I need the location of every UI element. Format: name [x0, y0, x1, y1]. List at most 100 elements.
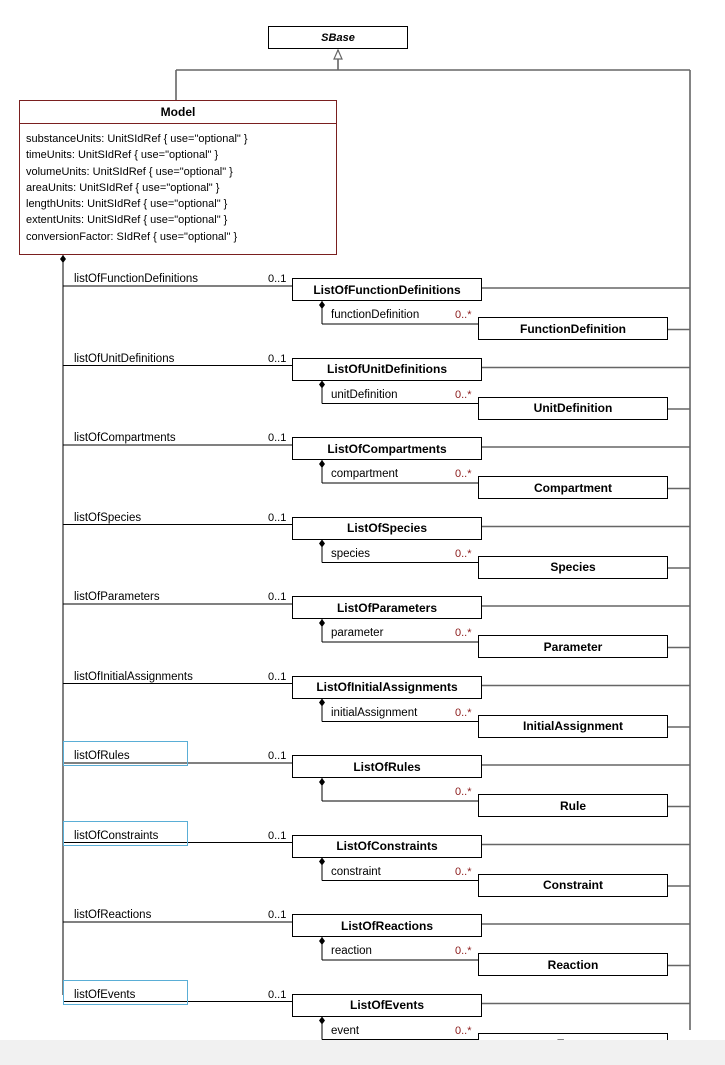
role-label: listOfFunctionDefinitions [74, 273, 198, 285]
child-multiplicity: 0..* [455, 309, 472, 321]
role-multiplicity: 0..1 [268, 909, 287, 921]
role-multiplicity: 0..1 [268, 273, 287, 285]
child-role-label: constraint [331, 865, 381, 878]
composition-diamond [319, 301, 325, 309]
role-multiplicity: 0..1 [268, 750, 287, 762]
list-class-name: ListOfUnitDefinitions [327, 362, 447, 376]
child-class-box[interactable]: Compartment [478, 476, 668, 499]
model-attribute: extentUnits: UnitSIdRef { use="optional"… [26, 214, 228, 227]
page-footer-band [0, 1040, 725, 1065]
list-class-name: ListOfReactions [340, 918, 433, 933]
child-role-label: unitDefinition [331, 388, 398, 401]
child-class-box[interactable]: Reaction [478, 953, 668, 976]
role-label: listOfCompartments [74, 432, 176, 444]
role-multiplicity: 0..1 [268, 352, 287, 365]
composition-diamond [60, 255, 66, 263]
child-class-box[interactable]: Rule [478, 794, 668, 817]
role-multiplicity: 0..1 [268, 829, 287, 842]
child-multiplicity: 0..* [455, 468, 472, 480]
child-class-name: Reaction [547, 957, 599, 972]
role-label: listOfReactions [74, 909, 152, 921]
model-attribute: lengthUnits: UnitSIdRef { use="optional"… [26, 198, 228, 211]
composition-diamond [319, 698, 325, 707]
child-class-box[interactable]: UnitDefinition [478, 396, 668, 420]
list-class-box[interactable]: ListOfEvents [292, 993, 482, 1017]
composition-diamond [319, 1016, 325, 1025]
list-class-box[interactable]: ListOfConstraints [292, 834, 482, 858]
role-multiplicity: 0..1 [268, 670, 287, 683]
list-class-box[interactable]: ListOfReactions [292, 914, 482, 937]
child-multiplicity: 0..* [455, 786, 472, 798]
model-attribute: conversionFactor: SIdRef { use="optional… [26, 230, 238, 243]
inheritance-arrowhead [333, 48, 343, 60]
child-multiplicity: 0..* [455, 706, 472, 719]
role-label: listOfInitialAssignments [74, 670, 193, 683]
list-class-name: ListOfRules [353, 759, 421, 774]
model-attribute: volumeUnits: UnitSIdRef { use="optional"… [26, 165, 233, 178]
model-attribute: timeUnits: UnitSIdRef { use="optional" } [26, 149, 219, 162]
child-role-label: parameter [331, 627, 384, 639]
list-class-box[interactable]: ListOfRules [292, 755, 482, 778]
role-multiplicity: 0..1 [268, 511, 287, 524]
highlight-box [63, 979, 188, 1005]
composition-diamond [319, 619, 325, 627]
model-attribute-list: substanceUnits: UnitSIdRef { use="option… [20, 124, 336, 245]
child-role-label: functionDefinition [331, 309, 420, 321]
list-class-box[interactable]: ListOfInitialAssignments [292, 675, 482, 699]
child-class-name: UnitDefinition [533, 401, 613, 415]
highlight-box [63, 741, 188, 766]
child-class-name: Parameter [543, 639, 603, 654]
child-class-name: FunctionDefinition [520, 321, 626, 336]
role-label: listOfEvents [74, 988, 136, 1001]
list-class-name: ListOfEvents [349, 998, 424, 1012]
composition-diamond [319, 857, 325, 866]
sbase-class-box[interactable]: SBase [268, 26, 408, 49]
child-multiplicity: 0..* [455, 865, 472, 878]
list-class-box[interactable]: ListOfFunctionDefinitions [292, 278, 482, 301]
role-multiplicity: 0..1 [268, 591, 287, 603]
child-class-name: InitialAssignment [522, 719, 623, 733]
child-class-box[interactable]: FunctionDefinition [478, 317, 668, 340]
list-class-box[interactable]: ListOfParameters [292, 596, 482, 619]
list-class-name: ListOfSpecies [346, 521, 428, 535]
role-label: listOfConstraints [74, 829, 159, 842]
child-multiplicity: 0..* [455, 1024, 472, 1037]
composition-diamond [319, 460, 325, 468]
composition-diamond [319, 539, 325, 548]
child-class-box[interactable]: Species [478, 555, 668, 579]
list-class-name: ListOfConstraints [336, 839, 438, 853]
child-multiplicity: 0..* [455, 547, 472, 560]
model-class-box[interactable]: Model substanceUnits: UnitSIdRef { use="… [19, 100, 337, 255]
child-class-name: Constraint [543, 878, 603, 892]
child-role-label: compartment [331, 468, 399, 480]
list-class-box[interactable]: ListOfUnitDefinitions [292, 357, 482, 381]
child-role-label: initialAssignment [331, 706, 418, 719]
list-class-name: ListOfCompartments [327, 441, 447, 456]
list-class-name: ListOfParameters [336, 600, 438, 615]
list-class-name: ListOfFunctionDefinitions [313, 282, 461, 297]
composition-diamond [319, 937, 325, 945]
composition-diamond [319, 778, 325, 786]
model-attribute: areaUnits: UnitSIdRef { use="optional" } [26, 181, 220, 194]
composition-diamond [319, 380, 325, 389]
highlight-box [63, 820, 188, 846]
list-class-box[interactable]: ListOfSpecies [292, 516, 482, 540]
role-label: listOfSpecies [74, 511, 142, 524]
child-multiplicity: 0..* [455, 945, 472, 957]
role-multiplicity: 0..1 [268, 432, 287, 444]
role-label: listOfRules [74, 750, 130, 762]
child-class-box[interactable]: Parameter [478, 635, 668, 658]
child-role-label: event [331, 1024, 360, 1037]
child-role-label: reaction [331, 945, 372, 957]
child-multiplicity: 0..* [455, 627, 472, 639]
sbase-class-name: SBase [321, 31, 355, 44]
model-class-name: Model [20, 101, 336, 124]
list-class-name: ListOfInitialAssignments [316, 680, 458, 694]
list-class-box[interactable]: ListOfCompartments [292, 437, 482, 460]
role-label: listOfUnitDefinitions [74, 352, 175, 365]
child-class-box[interactable]: Constraint [478, 873, 668, 897]
child-class-name: Compartment [533, 480, 612, 495]
child-class-box[interactable]: InitialAssignment [478, 714, 668, 738]
